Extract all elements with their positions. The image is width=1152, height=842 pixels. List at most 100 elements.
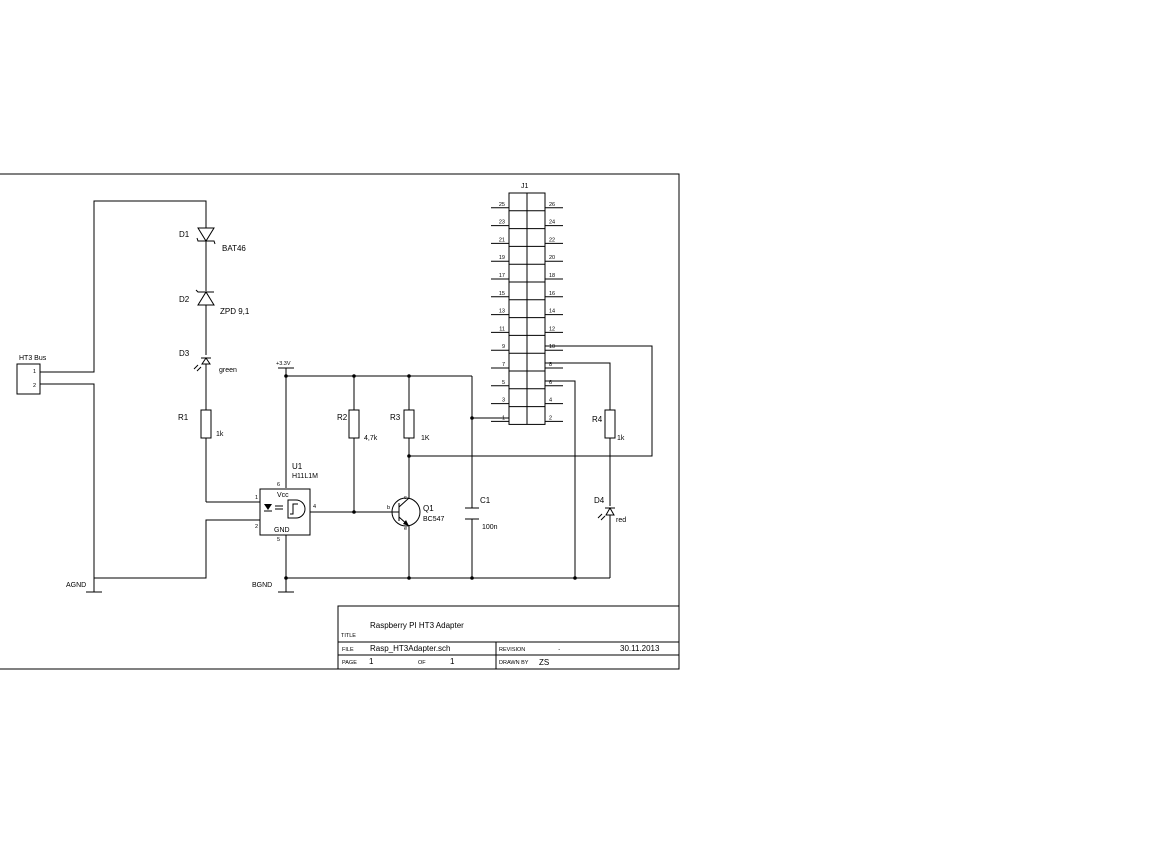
revision-label: REVISION xyxy=(499,647,525,653)
ht3-bus-connector: HT3 Bus 1 2 xyxy=(16,355,47,395)
d2-ref: D2 xyxy=(179,295,190,304)
page-total-value: 1 xyxy=(450,657,455,666)
u1-value: H11L1M xyxy=(292,473,318,480)
u1-pin-6: 6 xyxy=(277,482,280,488)
j1-pin-number-odd: 17 xyxy=(499,273,505,279)
j1-pin-number-odd: 11 xyxy=(499,326,505,332)
revision-value: . xyxy=(558,643,560,652)
u1-pin-5: 5 xyxy=(277,537,280,543)
j1-pin-number-even: 12 xyxy=(549,326,555,332)
ground-bgnd: BGND xyxy=(252,582,294,593)
capacitor-c1: C1 100n xyxy=(465,496,498,531)
j1-pin-number-even: 6 xyxy=(549,380,552,386)
resistor-r1: R1 1k xyxy=(178,409,224,439)
resistor-r3: R3 1K xyxy=(390,409,430,442)
u1-pin-4: 4 xyxy=(313,504,316,510)
j1-pin-number-odd: 25 xyxy=(499,202,505,208)
r1-value: 1k xyxy=(216,431,224,438)
j1-pin-number-even: 14 xyxy=(549,309,555,315)
q1-pin-e: e xyxy=(404,526,407,532)
d3-ref: D3 xyxy=(179,349,190,358)
d4-value: red xyxy=(616,517,626,524)
diode-d1: D1 BAT46 xyxy=(179,227,246,253)
j1-pin-number-even: 8 xyxy=(549,362,552,368)
resistor-r2: R2 4,7k xyxy=(337,409,378,442)
supply-label: +3.3V xyxy=(276,361,291,367)
title-label: TITLE xyxy=(341,633,356,639)
bgnd-label: BGND xyxy=(252,582,272,589)
page-label: PAGE xyxy=(342,660,357,666)
opto-led-icon xyxy=(264,504,272,510)
led-d4: D4 red xyxy=(594,496,626,524)
q1-pin-b: b xyxy=(387,505,390,511)
ht3-pin-1: 1 xyxy=(33,369,36,375)
j1-pin-number-odd: 13 xyxy=(499,309,505,315)
j1-pin-number-even: 18 xyxy=(549,273,555,279)
r3-ref: R3 xyxy=(390,413,401,422)
r4-value: 1k xyxy=(617,435,625,442)
u1-pin-2: 2 xyxy=(255,524,258,530)
resistor-r4: R4 1k xyxy=(592,409,625,442)
j1-pin-number-even: 26 xyxy=(549,202,555,208)
file-value: Rasp_HT3Adapter.sch xyxy=(370,644,451,653)
j1-ref: J1 xyxy=(521,183,529,190)
agnd-label: AGND xyxy=(66,582,86,589)
drawn-by-value: ZS xyxy=(539,658,549,667)
j1-pin-number-odd: 23 xyxy=(499,220,505,226)
j1-pin-number-even: 16 xyxy=(549,291,555,297)
drawn-by-label: DRAWN BY xyxy=(499,660,529,666)
page-value: 1 xyxy=(369,657,374,666)
u1-pin-1: 1 xyxy=(255,495,258,501)
diode-d2: D2 ZPD 9,1 xyxy=(179,289,250,316)
u1-ref: U1 xyxy=(292,462,303,471)
j1-pin-number-odd: 7 xyxy=(502,362,505,368)
j1-pin-number-odd: 5 xyxy=(502,380,505,386)
j1-pin-number-odd: 21 xyxy=(499,237,505,243)
led-d3: D3 green xyxy=(179,349,237,374)
j1-pin-number-even: 20 xyxy=(549,255,555,261)
j1-pin-number-odd: 9 xyxy=(502,344,505,350)
q1-pin-c: c xyxy=(404,495,407,501)
j1-pin-number-odd: 1 xyxy=(502,415,505,421)
r2-value: 4,7k xyxy=(364,435,378,442)
j1-pin-number-odd: 19 xyxy=(499,255,505,261)
d3-value: green xyxy=(219,367,237,374)
d1-ref: D1 xyxy=(179,230,190,239)
ground-agnd: AGND xyxy=(66,582,102,593)
supply-3v3: +3.3V xyxy=(276,361,294,369)
u1-vcc-label: Vcc xyxy=(277,492,289,499)
ht3-pin-2: 2 xyxy=(33,383,36,389)
c1-ref: C1 xyxy=(480,496,491,505)
junctions xyxy=(284,374,577,580)
r1-ref: R1 xyxy=(178,413,189,422)
d1-value: BAT46 xyxy=(222,244,246,253)
j1-pin-number-odd: 15 xyxy=(499,291,505,297)
q1-value: BC547 xyxy=(423,516,445,523)
j1-pin-number-even: 24 xyxy=(549,220,555,226)
r4-ref: R4 xyxy=(592,415,603,424)
of-label: OF xyxy=(418,660,426,666)
date-value: 30.11.2013 xyxy=(620,644,660,653)
wires xyxy=(40,200,653,592)
transistor-q1: Q1 BC547 b c e xyxy=(387,494,445,532)
d4-ref: D4 xyxy=(594,496,605,505)
schmitt-trigger-icon xyxy=(287,499,306,519)
d2-value: ZPD 9,1 xyxy=(220,307,250,316)
q1-ref: Q1 xyxy=(423,504,434,513)
j1-pin-number-even: 2 xyxy=(549,415,552,421)
optocoupler-u1: U1 H11L1M Vcc GND 1 2 4 6 5 xyxy=(255,462,318,543)
ht3-bus-label: HT3 Bus xyxy=(19,355,47,362)
file-label: FILE xyxy=(342,647,354,653)
r2-ref: R2 xyxy=(337,413,348,422)
j1-pin-number-even: 22 xyxy=(549,237,555,243)
j1-pin-number-even: 10 xyxy=(549,344,555,350)
j1-pin-number-even: 4 xyxy=(549,398,552,404)
r3-value: 1K xyxy=(421,435,430,442)
u1-gnd-label: GND xyxy=(274,527,290,534)
c1-value: 100n xyxy=(482,524,498,531)
j1-pin-number-odd: 3 xyxy=(502,398,505,404)
title-value: Raspberry PI HT3 Adapter xyxy=(370,621,464,630)
title-block: TITLE Raspberry PI HT3 Adapter FILE Rasp… xyxy=(337,605,680,670)
